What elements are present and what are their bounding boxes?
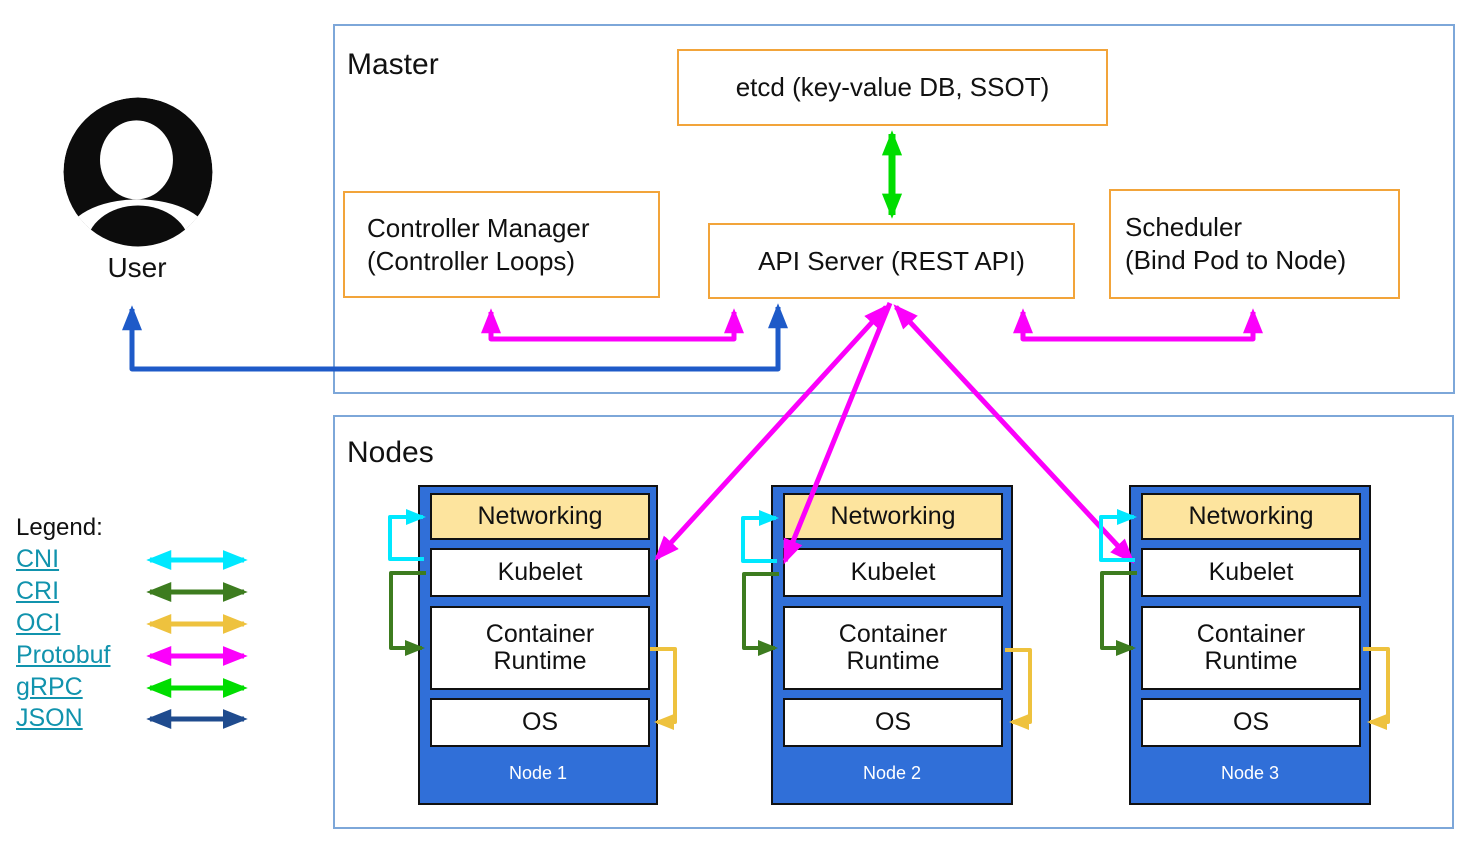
node-2-os-box: OS xyxy=(783,698,1003,747)
node-2-name: Node 2 xyxy=(862,763,922,783)
node-3-box: Networking Kubelet Container Runtime OS … xyxy=(1129,485,1371,805)
controller-manager-label-line1: Controller Manager xyxy=(367,212,590,243)
node-3-networking-label: Networking xyxy=(1188,502,1314,530)
node-2-networking-box: Networking xyxy=(783,493,1003,540)
node-1-kubelet-box: Kubelet xyxy=(430,548,650,597)
node-3-kubelet-label: Kubelet xyxy=(1208,558,1294,586)
legend-link-grpc[interactable]: gRPC xyxy=(16,673,83,701)
api-server-label: API Server (REST API) xyxy=(758,245,1025,276)
scheduler-label-line1: Scheduler xyxy=(1125,212,1243,242)
legend-link-json[interactable]: JSON xyxy=(16,704,83,732)
node-2-os-label: OS xyxy=(874,708,912,736)
node-3-name: Node 3 xyxy=(1220,763,1280,783)
scheduler-box: Scheduler (Bind Pod to Node) xyxy=(1109,189,1400,299)
node-2-kubelet-box: Kubelet xyxy=(783,548,1003,597)
node-1-box: Networking Kubelet Container Runtime OS … xyxy=(418,485,658,805)
legend-link-cni[interactable]: CNI xyxy=(16,545,60,573)
controller-manager-label-line2: (Controller Loops) xyxy=(367,245,576,276)
node-3-container-runtime-box: Container Runtime xyxy=(1141,606,1361,690)
etcd-box: etcd (key-value DB, SSOT) xyxy=(677,49,1108,126)
master-section-label: Master xyxy=(347,48,439,81)
node-1-os-label: OS xyxy=(521,708,559,736)
node-2-kubelet-label: Kubelet xyxy=(850,558,936,586)
node-3-networking-box: Networking xyxy=(1141,493,1361,540)
node-3-kubelet-box: Kubelet xyxy=(1141,548,1361,597)
controller-manager-box: Controller Manager (Controller Loops) xyxy=(343,191,660,298)
scheduler-label-line2: (Bind Pod to Node) xyxy=(1125,245,1347,275)
user-icon xyxy=(63,97,213,247)
node-1-networking-box: Networking xyxy=(430,493,650,540)
node-1-name: Node 1 xyxy=(508,763,568,783)
node-3-os-box: OS xyxy=(1141,698,1361,747)
etcd-label: etcd (key-value DB, SSOT) xyxy=(735,72,1050,102)
node-2-container-runtime-box: Container Runtime xyxy=(783,606,1003,690)
legend-link-protobuf[interactable]: Protobuf xyxy=(16,641,111,669)
api-server-box: API Server (REST API) xyxy=(708,223,1075,299)
node-1-kubelet-label: Kubelet xyxy=(497,558,583,586)
nodes-section-label: Nodes xyxy=(347,436,434,469)
legend-title: Legend: xyxy=(16,514,103,541)
node-2-box: Networking Kubelet Container Runtime OS … xyxy=(771,485,1013,805)
legend-link-oci[interactable]: OCI xyxy=(16,609,61,637)
legend-link-cri[interactable]: CRI xyxy=(16,577,60,605)
user-label: User xyxy=(107,252,167,283)
node-2-container-runtime-label: Container Runtime xyxy=(838,620,948,675)
node-2-networking-label: Networking xyxy=(830,502,956,530)
node-1-networking-label: Networking xyxy=(477,502,603,530)
node-3-os-label: OS xyxy=(1232,708,1270,736)
node-1-container-runtime-label: Container Runtime xyxy=(485,620,595,675)
node-1-os-box: OS xyxy=(430,698,650,747)
node-1-container-runtime-box: Container Runtime xyxy=(430,606,650,690)
node-3-container-runtime-label: Container Runtime xyxy=(1196,620,1306,675)
